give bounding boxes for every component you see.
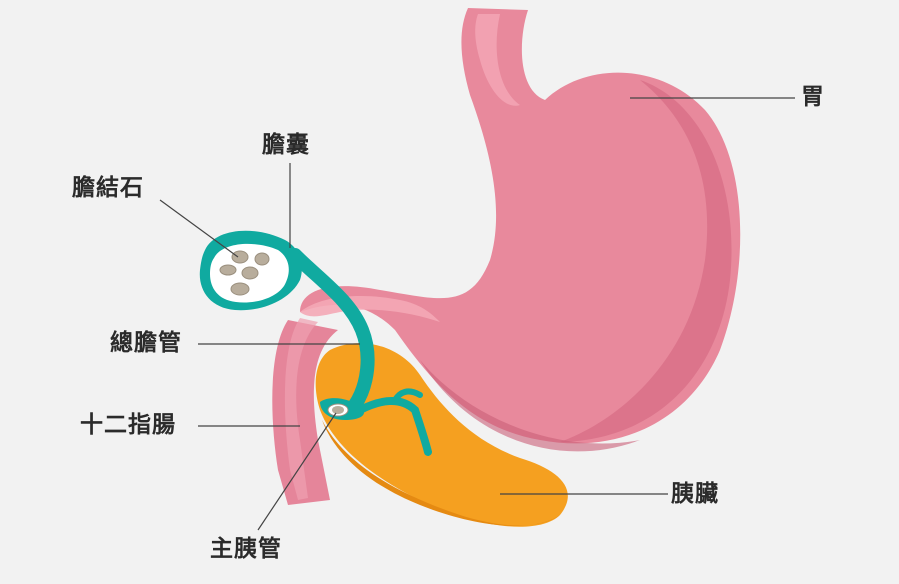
ampulla-gallstone-core: [332, 406, 344, 414]
stomach-shadow: [560, 80, 732, 442]
stomach-highlight: [475, 14, 520, 106]
gallstones-cluster: [219, 250, 270, 296]
gallstone: [219, 264, 237, 276]
gallstone: [241, 266, 259, 280]
gallstone: [230, 282, 250, 296]
gallstones-label: 膽結石: [72, 175, 144, 201]
duodenum-label: 十二指腸: [80, 412, 176, 438]
pancreatic-duct-branch: [392, 388, 423, 403]
stomach-shape: [300, 8, 741, 444]
pancreas-shadow: [322, 420, 560, 526]
main-pancreatic-duct-shape: [356, 397, 432, 456]
gallstone: [231, 250, 249, 264]
duodenum-highlight: [284, 318, 318, 500]
common-bile-duct-shape: [288, 248, 375, 412]
gallstone: [254, 252, 270, 266]
gallstones-leader-line: [159, 199, 239, 258]
pancreas-shape: [315, 343, 568, 527]
stomach-greater-curve-shadow: [420, 360, 640, 452]
pylorus-highlight: [300, 296, 440, 322]
pancreas-label: 胰臟: [671, 481, 719, 507]
main-pancreatic-duct-label: 主胰管: [210, 536, 282, 562]
gallbladder-label: 膽囊: [262, 132, 310, 158]
main-pancreatic-duct-leader-line: [257, 412, 337, 531]
stomach-label: 胃: [801, 84, 825, 110]
common-bile-duct-label: 總膽管: [110, 330, 182, 356]
